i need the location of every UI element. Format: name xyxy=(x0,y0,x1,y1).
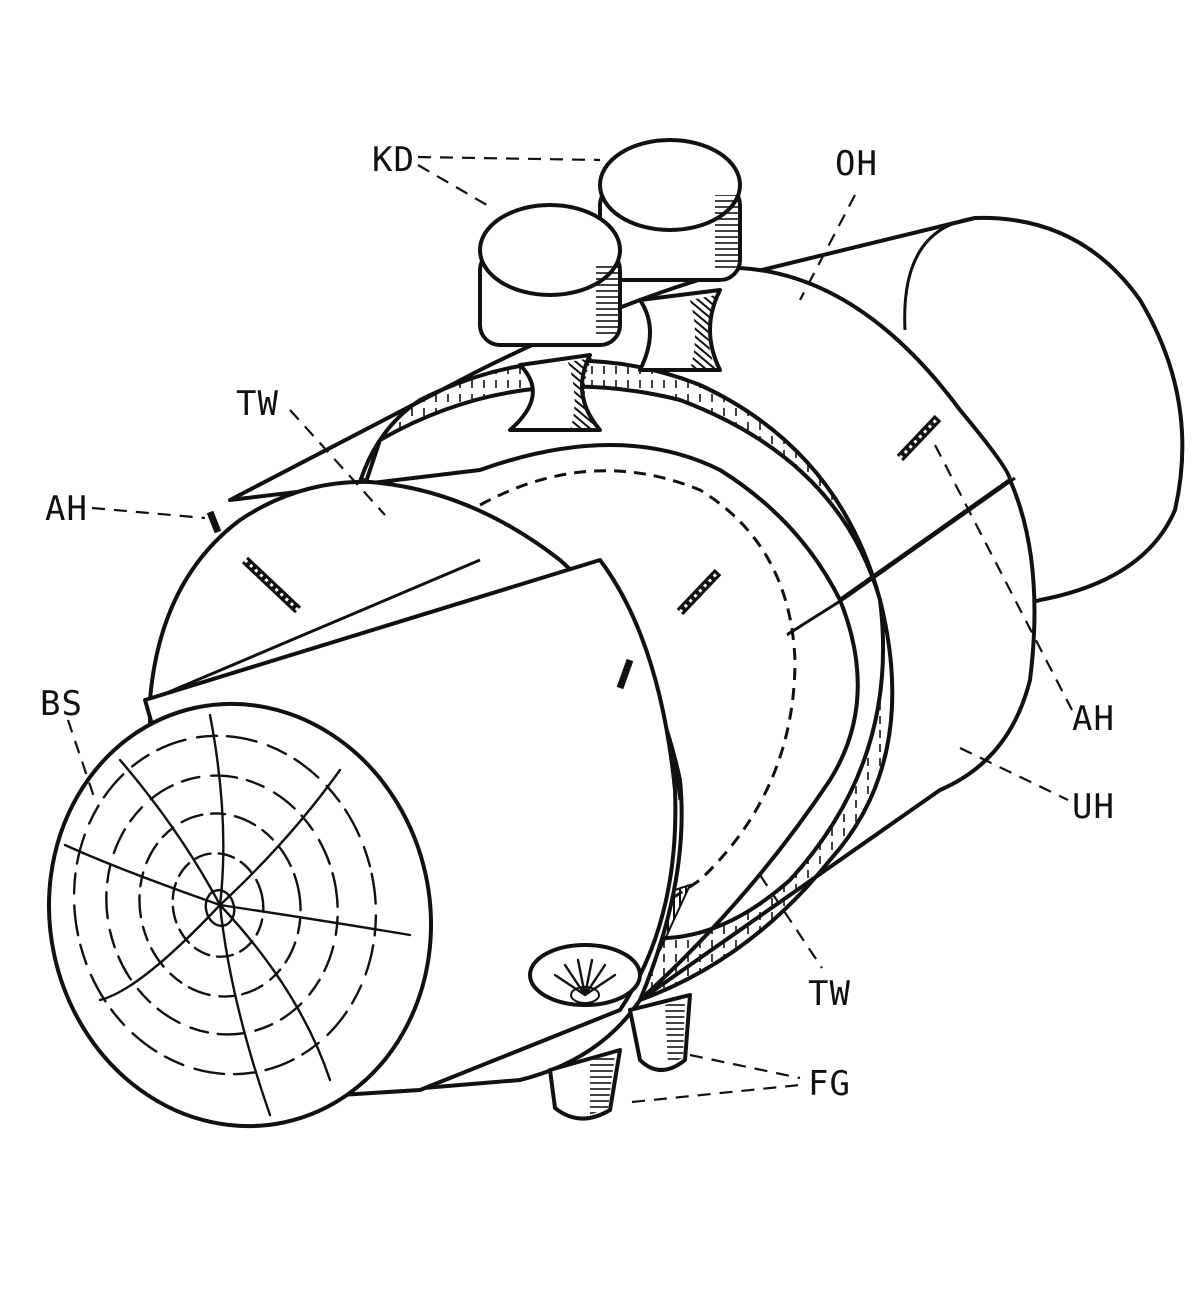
label-tw-bottom: TW xyxy=(808,974,851,1014)
clamping-device-front xyxy=(478,203,622,432)
label-uh: UH xyxy=(1072,787,1115,827)
adjustment-screws xyxy=(206,414,942,690)
label-ah-left: AH xyxy=(45,489,88,529)
label-oh: OH xyxy=(835,144,878,184)
label-kd: KD xyxy=(372,140,415,180)
bottom-anchor xyxy=(528,943,642,1007)
label-fg: FG xyxy=(808,1064,851,1104)
label-bs: BS xyxy=(40,684,83,724)
label-ah-right: AH xyxy=(1072,699,1115,739)
leader-lines xyxy=(66,155,1073,1104)
label-tw-top: TW xyxy=(236,384,279,424)
feet xyxy=(548,993,692,1121)
upper-shell xyxy=(228,266,1012,602)
